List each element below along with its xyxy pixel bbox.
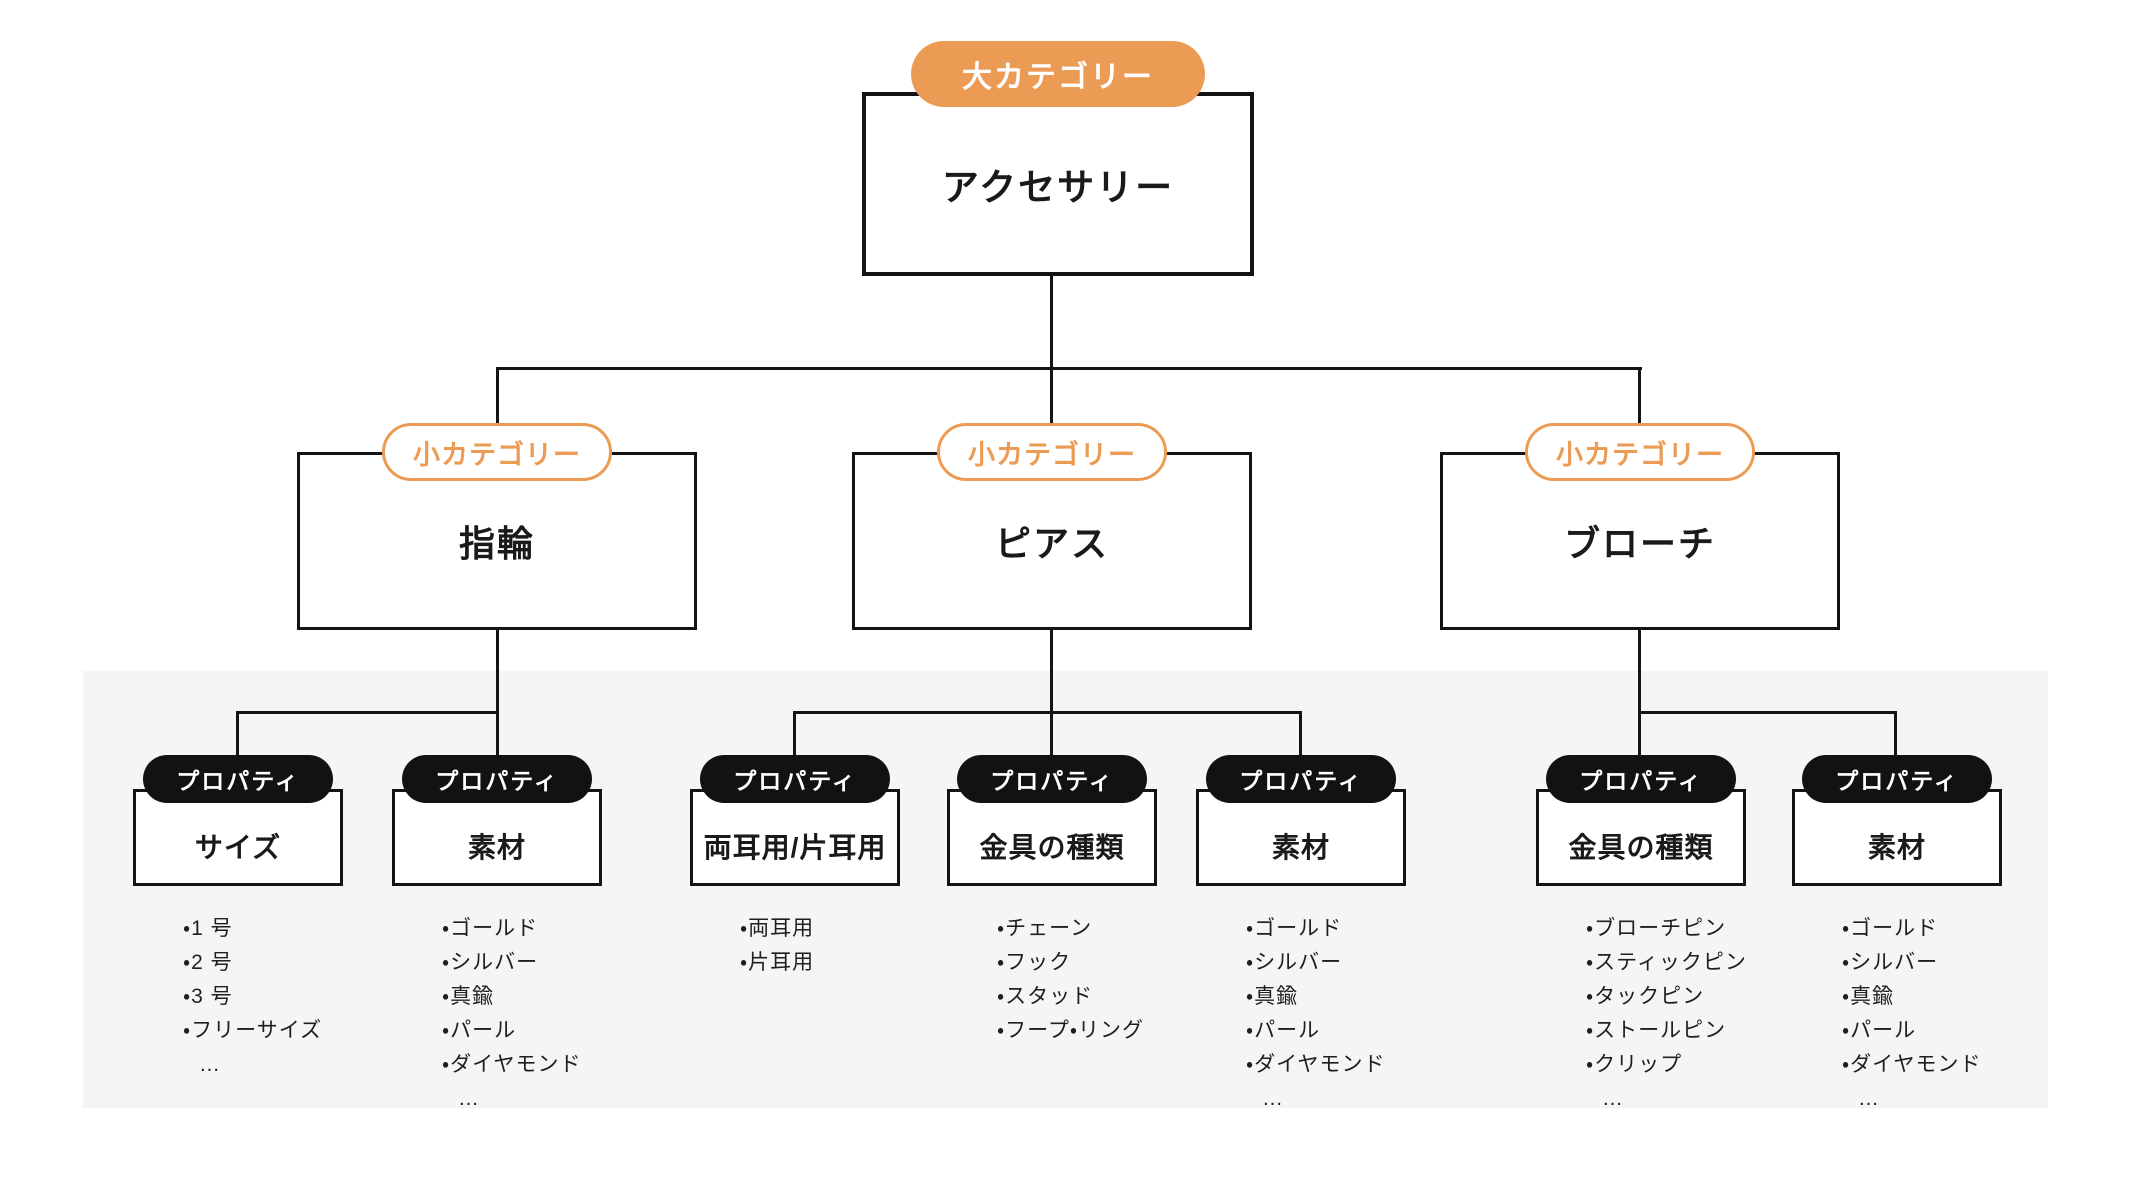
node-property-ears-label: 両耳用/片耳用 bbox=[703, 831, 887, 863]
badge-property-brooch-material: プロパティ bbox=[1802, 755, 1992, 803]
list-brooch-fitting-values: ブローチピンスティックピンタックピンストールピンクリップ … bbox=[1586, 912, 1836, 1116]
badge-property-ears: プロパティ bbox=[700, 755, 890, 803]
node-ring-label: 指輪 bbox=[458, 523, 535, 564]
list-item: パール bbox=[442, 1014, 692, 1048]
list-item: シルバー bbox=[1842, 946, 2092, 980]
list-item: … bbox=[1858, 1087, 1880, 1110]
badge-property-pierce-material: プロパティ bbox=[1206, 755, 1396, 803]
node-property-pierce-fitting-label: 金具の種類 bbox=[979, 831, 1125, 863]
list-ears-values: 両耳用片耳用 bbox=[740, 912, 990, 980]
node-property-pierce-fitting: 金具の種類 bbox=[947, 789, 1157, 886]
list-item: ゴールド bbox=[442, 912, 692, 946]
node-brooch-label: ブローチ bbox=[1563, 523, 1716, 564]
list-item: スティックピン bbox=[1586, 946, 1836, 980]
list-item: 3 号 bbox=[183, 980, 433, 1014]
list-item: … bbox=[199, 1053, 221, 1076]
list-item: ゴールド bbox=[1842, 912, 2092, 946]
connector-pierce-horizontal bbox=[793, 711, 1302, 714]
node-accessory-label: アクセサリー bbox=[941, 167, 1175, 208]
node-property-brooch-material: 素材 bbox=[1792, 789, 2002, 886]
list-item: チェーン bbox=[997, 912, 1247, 946]
node-property-brooch-fitting-label: 金具の種類 bbox=[1568, 831, 1714, 863]
list-item: ダイヤモンド bbox=[442, 1048, 692, 1082]
node-property-ring-material: 素材 bbox=[392, 789, 602, 886]
list-item: 2 号 bbox=[183, 946, 433, 980]
list-item: 真鍮 bbox=[442, 980, 692, 1014]
list-item: フリーサイズ bbox=[183, 1014, 433, 1048]
list-item: 1 号 bbox=[183, 912, 433, 946]
node-property-size-label: サイズ bbox=[194, 831, 282, 863]
list-item: スタッド bbox=[997, 980, 1247, 1014]
badge-large-category: 大カテゴリー bbox=[911, 41, 1205, 107]
list-pierce-material-values: ゴールドシルバー真鍮パールダイヤモンド … bbox=[1246, 912, 1496, 1116]
node-property-ears: 両耳用/片耳用 bbox=[690, 789, 900, 886]
connector-drop-pierce-fitting bbox=[1050, 711, 1053, 757]
list-pierce-fitting-values: チェーンフックスタッドフープ・リング bbox=[997, 912, 1247, 1048]
connector-drop-pierce bbox=[1050, 367, 1053, 452]
list-item: パール bbox=[1246, 1014, 1496, 1048]
list-item: … bbox=[458, 1087, 480, 1110]
list-item: 真鍮 bbox=[1842, 980, 2092, 1014]
list-brooch-material-values: ゴールドシルバー真鍮パールダイヤモンド … bbox=[1842, 912, 2092, 1116]
connector-drop-ears bbox=[793, 711, 796, 757]
list-size-values: 1 号2 号3 号フリーサイズ … bbox=[183, 912, 433, 1082]
node-property-brooch-fitting: 金具の種類 bbox=[1536, 789, 1746, 886]
list-item: シルバー bbox=[1246, 946, 1496, 980]
list-ring-material-values: ゴールドシルバー真鍮パールダイヤモンド … bbox=[442, 912, 692, 1116]
badge-property-pierce-fitting: プロパティ bbox=[957, 755, 1147, 803]
connector-drop-brooch-material bbox=[1894, 711, 1897, 757]
list-item: パール bbox=[1842, 1014, 2092, 1048]
connector-brooch-vertical bbox=[1638, 630, 1641, 757]
badge-small-category-brooch: 小カテゴリー bbox=[1525, 423, 1755, 481]
list-item: … bbox=[1262, 1087, 1284, 1110]
list-item: クリップ bbox=[1586, 1048, 1836, 1082]
badge-small-category-ring: 小カテゴリー bbox=[382, 423, 612, 481]
list-item: フープ・リング bbox=[997, 1014, 1247, 1048]
badge-property-ring-material: プロパティ bbox=[402, 755, 592, 803]
node-property-pierce-material: 素材 bbox=[1196, 789, 1406, 886]
node-accessory: アクセサリー bbox=[862, 92, 1254, 276]
node-property-ring-material-label: 素材 bbox=[467, 831, 526, 863]
connector-pierce-vertical bbox=[1050, 630, 1053, 711]
connector-drop-brooch bbox=[1638, 367, 1641, 452]
list-item: フック bbox=[997, 946, 1247, 980]
connector-drop-ring-material bbox=[496, 711, 499, 757]
list-item: ダイヤモンド bbox=[1246, 1048, 1496, 1082]
connector-level1-horizontal bbox=[496, 367, 1642, 370]
list-item: 真鍮 bbox=[1246, 980, 1496, 1014]
list-item: タックピン bbox=[1586, 980, 1836, 1014]
node-pierce-label: ピアス bbox=[994, 523, 1109, 564]
node-property-brooch-material-label: 素材 bbox=[1867, 831, 1926, 863]
badge-property-brooch-fitting: プロパティ bbox=[1546, 755, 1736, 803]
node-pierce: ピアス bbox=[852, 452, 1252, 630]
node-property-size: サイズ bbox=[133, 789, 343, 886]
list-item: ブローチピン bbox=[1586, 912, 1836, 946]
list-item: ゴールド bbox=[1246, 912, 1496, 946]
connector-drop-ring bbox=[496, 367, 499, 452]
badge-small-category-pierce: 小カテゴリー bbox=[937, 423, 1167, 481]
badge-property-size: プロパティ bbox=[143, 755, 333, 803]
connector-ring-horizontal bbox=[236, 711, 499, 714]
list-item: ストールピン bbox=[1586, 1014, 1836, 1048]
list-item: 両耳用 bbox=[740, 912, 990, 946]
connector-ring-vertical bbox=[496, 630, 499, 711]
connector-drop-pierce-material bbox=[1299, 711, 1302, 757]
list-item: シルバー bbox=[442, 946, 692, 980]
connector-drop-size bbox=[236, 711, 239, 757]
node-property-pierce-material-label: 素材 bbox=[1271, 831, 1330, 863]
list-item: … bbox=[1602, 1087, 1624, 1110]
list-item: ダイヤモンド bbox=[1842, 1048, 2092, 1082]
list-item: 片耳用 bbox=[740, 946, 990, 980]
node-ring: 指輪 bbox=[297, 452, 697, 630]
connector-brooch-horizontal bbox=[1638, 711, 1897, 714]
connector-root-vertical bbox=[1050, 276, 1053, 369]
